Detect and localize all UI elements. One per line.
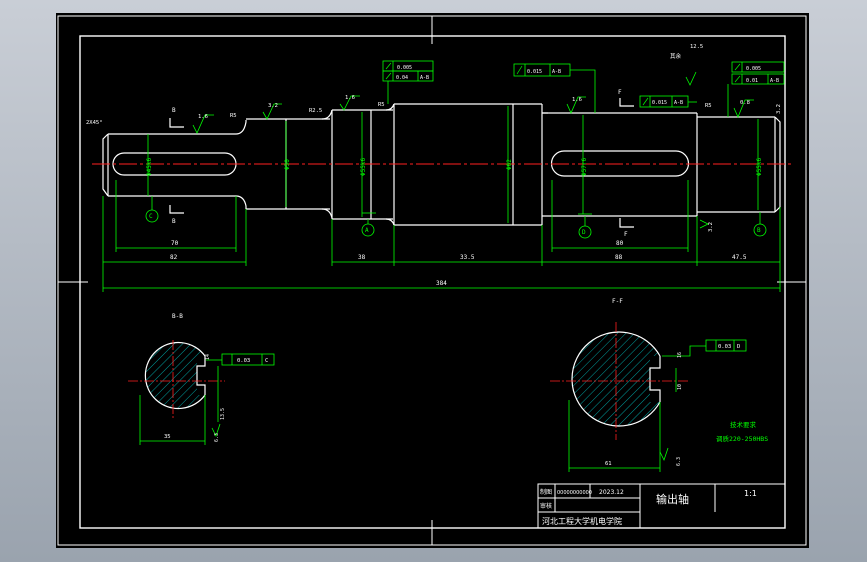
dim-total: 384 xyxy=(436,280,447,287)
tol-mid-ref: A-B xyxy=(552,69,561,75)
radius-1: R5 xyxy=(230,113,237,119)
cut-b-bot: B xyxy=(172,218,176,225)
tb-designer-label: 制图 xyxy=(540,488,552,496)
tol-right-ref: A-B xyxy=(770,78,779,84)
bb-dia: 35 xyxy=(164,434,171,440)
tol-right-2: 0.01 xyxy=(746,78,758,84)
length-dim-labels: 70 82 38 33.5 88 47.5 80 384 xyxy=(170,240,747,287)
notes-title: 技术要求 xyxy=(730,420,757,429)
bb-key-depth: 13.5 xyxy=(220,408,226,420)
cut-b-top: B xyxy=(172,107,176,114)
dia-label-1: Φ45k6 xyxy=(146,158,153,176)
tb-designer: 00000000000 xyxy=(557,490,592,496)
tol-f-ref: A-B xyxy=(674,100,683,106)
datum-a: A xyxy=(365,227,369,234)
ff-sym-tol: 0.03 xyxy=(718,344,731,350)
roughness-symbols xyxy=(192,71,754,229)
length-dim-lines xyxy=(102,180,781,292)
ff-dia: 61 xyxy=(605,461,612,467)
dia-label-5: Φ57r6 xyxy=(581,158,588,176)
tol-right-1: 0.005 xyxy=(746,66,761,72)
tb-checker-label: 审核 xyxy=(540,502,552,510)
ra-2: 3.2 xyxy=(268,103,278,109)
datum-c: C xyxy=(149,213,153,220)
tol-left-1: 0.005 xyxy=(397,65,412,71)
section-cut-marks xyxy=(169,98,634,228)
tolerance-frames xyxy=(382,60,785,117)
ra-7: 3.2 xyxy=(708,222,714,232)
centering-marks xyxy=(58,16,806,545)
diameter-dims xyxy=(147,106,759,223)
dia-label-2: Φ50 xyxy=(284,159,291,170)
tolerance-symbols xyxy=(385,62,741,106)
dim-key-left: 70 xyxy=(171,240,179,247)
ra-3: R2.5 xyxy=(309,108,322,114)
datum-symbols xyxy=(145,196,767,239)
tol-f: 0.015 xyxy=(652,100,667,106)
bb-key-width: 14 xyxy=(205,354,211,360)
bb-sym-ref: C xyxy=(265,358,268,364)
cut-f-top: F xyxy=(618,89,622,96)
ff-rough: 6.3 xyxy=(676,457,682,466)
ra-1: 1.6 xyxy=(198,114,208,120)
datum-d: D xyxy=(582,229,586,236)
roughness-labels: 1.6 3.2 R2.5 1.6 1.6 0.8 3.2 12.5 其余 3.2… xyxy=(86,44,782,232)
ra-5: 1.6 xyxy=(572,97,582,103)
dim-seg1: 82 xyxy=(170,254,178,261)
section-cut-labels: B B F F xyxy=(172,89,628,238)
ra-6: 0.8 xyxy=(740,100,750,106)
bb-sym-tol: 0.03 xyxy=(237,358,250,364)
dia-label-4: Φ62 xyxy=(506,159,513,170)
ra-rest: 12.5 xyxy=(690,44,703,50)
ff-sym-ref: D xyxy=(737,344,740,350)
section-bb-title: B-B xyxy=(172,313,183,320)
dia-label-6: Φ55k6 xyxy=(756,158,763,176)
diameter-labels: Φ45k6 Φ50 Φ55k6 Φ62 Φ57r6 Φ55k6 xyxy=(146,158,763,176)
ff-key-width: 16 xyxy=(677,352,683,358)
cut-f-bot: F xyxy=(624,231,628,238)
tol-left-2: 0.04 xyxy=(396,75,408,81)
section-bb: B-B 0.03 C 14 13.5 35 6.3 xyxy=(128,313,275,445)
tb-scale: 1:1 xyxy=(744,489,757,498)
dim-seg3: 33.5 xyxy=(460,254,475,261)
ra-rest-label: 其余 xyxy=(670,52,682,60)
notes-line1: 调质220-250HBS xyxy=(716,434,768,443)
tol-mid: 0.015 xyxy=(527,69,542,75)
tol-left-ref: A-B xyxy=(420,75,429,81)
section-ff: F-F 0.03 D 16 10 61 6.3 xyxy=(550,298,747,472)
technical-notes: 技术要求 调质220-250HBS xyxy=(716,420,768,443)
tb-date: 2023.12 xyxy=(599,489,624,496)
title-block: 制图 00000000000 2023.12 审核 输出轴 1:1 河北工程大学… xyxy=(537,483,786,529)
ra-4: 1.6 xyxy=(345,95,355,101)
dim-seg4: 88 xyxy=(615,254,623,261)
ra-end: 3.2 xyxy=(776,104,782,114)
datum-labels: C A D B xyxy=(149,213,761,236)
dim-seg2: 38 xyxy=(358,254,366,261)
radius-2: R5 xyxy=(378,102,385,108)
dia-label-3: Φ55k6 xyxy=(360,158,367,176)
section-ff-title: F-F xyxy=(612,298,623,305)
dim-key-right: 80 xyxy=(616,240,624,247)
tolerance-values: 0.005 0.04 A-B 0.015 A-B 0.005 0.01 A-B … xyxy=(396,65,779,106)
sheet-background xyxy=(56,13,809,548)
radius-3: R5 xyxy=(705,103,712,109)
dim-seg5: 47.5 xyxy=(732,254,747,261)
ff-key-depth: 10 xyxy=(677,384,683,390)
tb-part-name: 输出轴 xyxy=(656,492,689,506)
tb-school: 河北工程大学机电学院 xyxy=(542,516,622,526)
bb-rough: 6.3 xyxy=(214,433,220,442)
datum-b: B xyxy=(757,227,761,234)
chamfer-note: 2X45° xyxy=(86,120,103,126)
shaft-outline xyxy=(102,103,781,226)
